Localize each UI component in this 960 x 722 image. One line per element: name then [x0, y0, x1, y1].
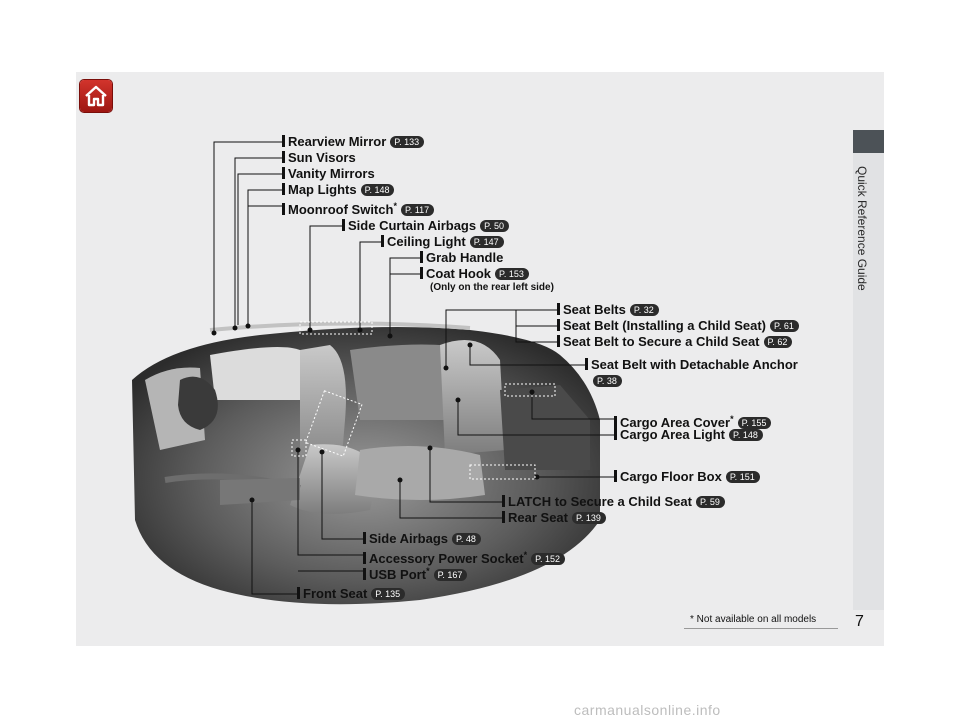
page-ref-badge[interactable]: P. 50 [480, 220, 509, 232]
callout-seat-belt-detachable-ref[interactable]: P. 38 [589, 373, 622, 389]
page-ref-badge[interactable]: P. 152 [531, 553, 566, 565]
page-ref-badge[interactable]: P. 59 [695, 496, 725, 508]
page-ref-badge[interactable]: P. 139 [571, 512, 606, 524]
page-ref-badge[interactable]: P. 38 [593, 375, 622, 387]
side-tab-marker [853, 130, 884, 153]
callout-vanity-mirrors: Vanity Mirrors [282, 166, 375, 182]
home-button[interactable] [80, 80, 112, 112]
page-ref-badge[interactable]: P. 32 [629, 304, 659, 316]
watermark: carmanualsonline.info [574, 702, 721, 718]
page-ref-badge[interactable]: P. 62 [763, 336, 793, 348]
page-ref-badge[interactable]: P. 153 [495, 268, 529, 280]
callout-seat-belt-installing[interactable]: Seat Belt (Installing a Child Seat)P. 61 [557, 318, 799, 334]
footnote-divider [684, 628, 838, 629]
callout-moonroof-switch[interactable]: Moonroof Switch*P. 117 [282, 198, 435, 218]
page-ref-badge[interactable]: P. 155 [737, 417, 772, 429]
callout-sun-visors: Sun Visors [282, 150, 356, 166]
page-ref-badge[interactable]: P. 167 [433, 569, 468, 581]
callout-usb-port[interactable]: USB Port*P. 167 [363, 563, 468, 583]
page-ref-badge[interactable]: P. 148 [360, 184, 395, 196]
page-ref-badge[interactable]: P. 48 [451, 533, 481, 545]
callout-seat-belt-detachable: Seat Belt with Detachable Anchor [585, 357, 798, 373]
callout-grab-handle: Grab Handle [420, 250, 503, 266]
page-ref-badge[interactable]: P. 61 [769, 320, 799, 332]
page-ref-badge[interactable]: P. 135 [371, 588, 406, 600]
side-tab[interactable]: Quick Reference Guide [853, 130, 884, 610]
page-ref-badge[interactable]: P. 117 [400, 204, 435, 216]
footnote: * Not available on all models [690, 614, 817, 625]
page-number: 7 [855, 613, 864, 630]
page-ref-badge[interactable]: P. 148 [728, 429, 763, 441]
home-icon [85, 85, 107, 107]
page-ref-badge[interactable]: P. 147 [469, 236, 504, 248]
coat-hook-note: (Only on the rear left side) [430, 282, 554, 293]
page-ref-badge[interactable]: P. 151 [725, 471, 760, 483]
page-ref-badge[interactable]: P. 133 [390, 136, 425, 148]
